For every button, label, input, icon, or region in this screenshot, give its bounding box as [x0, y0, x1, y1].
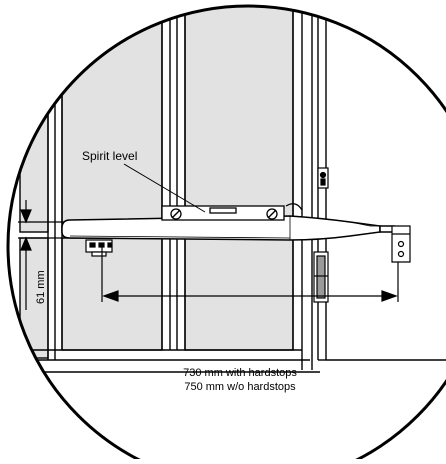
- glass-pane-left: [61, 6, 163, 233]
- operator-arm: [61, 215, 395, 241]
- glass-pane-lower-right: [184, 237, 294, 351]
- length-label-without-hardstops: 750 mm w/o hardstops: [184, 381, 296, 393]
- glass-pane-right: [184, 6, 294, 233]
- spirit-level-leader: [123, 163, 206, 213]
- magnifier-circle: [6, 4, 446, 464]
- height-dimension: [18, 200, 64, 310]
- length-label-with-hardstops: 730 mm with hardstops: [183, 367, 297, 379]
- frame-hinge: [313, 251, 329, 303]
- spirit-level-label: Spirit level: [82, 149, 137, 163]
- right-bracket: [391, 225, 411, 263]
- length-dimension: [101, 244, 399, 302]
- spirit-level: [161, 203, 303, 221]
- door-lock: [317, 167, 329, 189]
- height-dimension-label: 61 mm: [35, 270, 47, 304]
